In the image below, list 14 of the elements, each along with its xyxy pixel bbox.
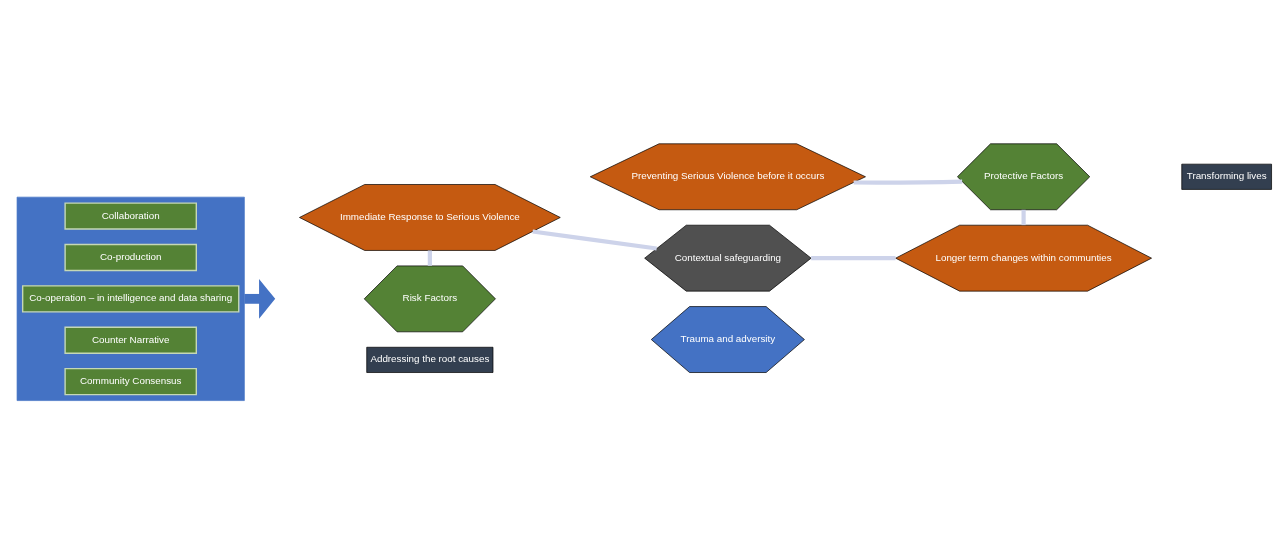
node-box: Co-production	[64, 243, 197, 272]
node-box: Community Consensus	[64, 367, 197, 396]
node-box: Co-operation – in intelligence and data sharing	[21, 285, 240, 313]
node-box: Collaboration	[64, 202, 197, 230]
connector	[427, 250, 432, 266]
arrow	[244, 279, 276, 319]
connector	[811, 256, 896, 261]
connector	[532, 229, 657, 251]
node-box: Counter Narrative	[64, 326, 197, 354]
label: Addressing the root causes	[370, 353, 490, 365]
connector	[1021, 209, 1026, 226]
label: Transforming lives	[1186, 170, 1267, 182]
connector	[853, 179, 963, 185]
cluster	[16, 196, 245, 401]
